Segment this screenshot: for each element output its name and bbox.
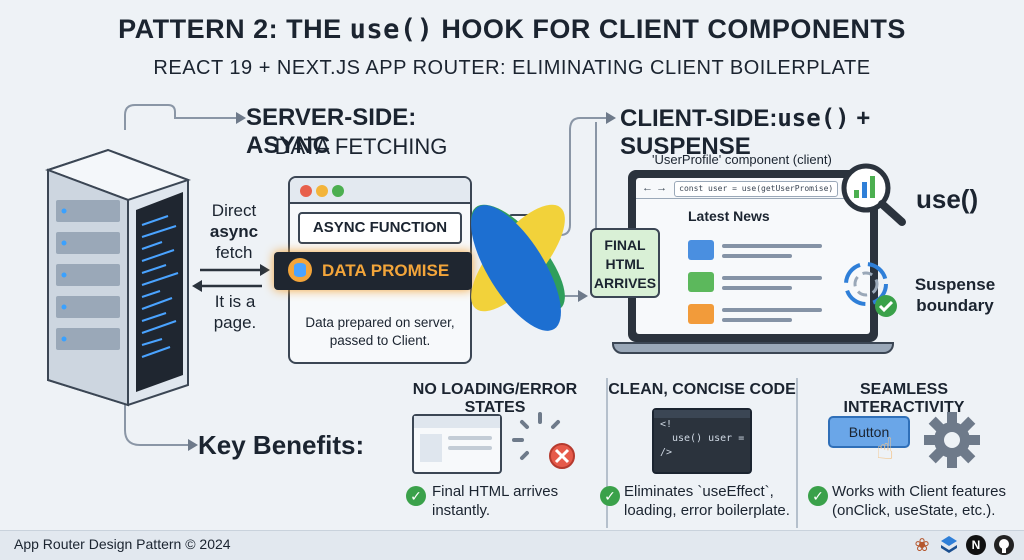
card-caption: Data prepared on server, passed to Clien… [305, 315, 455, 348]
magnifier-icon [841, 163, 906, 226]
benefit-text: Final HTML arrives instantly. [432, 483, 559, 519]
footer-text: App Router Design Pattern © 2024 [14, 536, 231, 552]
title-suffix: HOOK FOR CLIENT COMPONENTS [433, 14, 906, 44]
footer-bar [0, 530, 1024, 560]
github-icon [994, 535, 1014, 555]
code-bar: const user = use(getUserPromise) [674, 181, 839, 197]
arrow-left-icon [192, 280, 202, 292]
laptop-base [612, 342, 894, 354]
news-item-blue [688, 240, 714, 260]
check-icon: ✓ [406, 486, 426, 506]
page-label: It is a page. [213, 292, 257, 332]
async-function-card: ASYNC FUNCTION DATA PROMISE Data prepare… [274, 176, 472, 364]
server-rack-icon [38, 140, 198, 410]
server-subheading: DATA FETCHING [274, 134, 448, 159]
server-heading: SERVER-SIDE: ASYNC [246, 104, 417, 159]
subtitle: REACT 19 + NEXT.JS APP ROUTER: ELIMINATI… [153, 57, 871, 79]
browser-nav: ← → const user = use(getUserPromise) [636, 178, 870, 199]
nextjs-icon: N [966, 535, 986, 555]
divider [796, 378, 798, 528]
benefit-heading: CLEAN, CONCISE CODE [608, 381, 796, 398]
gear-icon [924, 412, 980, 468]
arrow-right-icon [260, 264, 270, 276]
database-icon [288, 258, 312, 282]
stack-icon [940, 535, 958, 555]
code-editor-icon: <! use() user = /> [652, 408, 752, 474]
direct-fetch-label: Direct async fetch [209, 201, 259, 262]
news-title: Latest News [688, 208, 770, 224]
overlay-logo-icon [471, 204, 565, 331]
component-label: 'UserProfile' component (client) [652, 152, 832, 167]
browser-window: ← → const user = use(getUserPromise) Lat… [636, 178, 870, 334]
error-spinner-icon [512, 412, 575, 469]
page-title: PATTERN 2: THE use() HOOK FOR CLIENT COM… [0, 14, 1024, 45]
use-label: use() [916, 184, 979, 214]
data-promise-label: DATA PROMISE [322, 261, 450, 280]
news-item-green [688, 272, 714, 292]
final-html-box: FINAL HTML ARRIVES [590, 228, 660, 298]
benefit-heading: SEAMLESS INTERACTIVITY [843, 381, 965, 416]
react-flower-icon: ❀ [914, 535, 930, 555]
minimize-dot-icon [316, 185, 328, 197]
forward-icon: → [656, 182, 668, 194]
suspense-label: Suspense boundary [914, 275, 996, 315]
maximize-dot-icon [332, 185, 344, 197]
back-icon: ← [642, 182, 653, 194]
sample-button[interactable]: Button [828, 416, 910, 448]
check-icon: ✓ [808, 486, 828, 506]
divider [606, 378, 608, 528]
benefit-text: Eliminates `useEffect`, loading, error b… [624, 483, 790, 519]
title-code: use() [349, 14, 434, 45]
close-dot-icon [300, 185, 312, 197]
benefit-heading: NO LOADING/ERROR STATES [412, 381, 578, 416]
data-promise-bar: DATA PROMISE [274, 252, 472, 290]
key-benefits-title: Key Benefits: [198, 430, 365, 460]
client-heading: CLIENT-SIDE:use() + SUSPENSE [620, 104, 871, 160]
page-placeholder-icon [412, 414, 502, 474]
async-function-label: ASYNC FUNCTION [298, 212, 462, 244]
news-item-orange [688, 304, 714, 324]
laptop-screen: ← → const user = use(getUserPromise) Lat… [628, 170, 878, 342]
window-titlebar [290, 178, 470, 204]
suspense-spinner-icon [844, 262, 897, 317]
benefit-text: Works with Client features (onClick, use… [832, 483, 1006, 519]
check-icon: ✓ [600, 486, 620, 506]
title-prefix: PATTERN 2: THE [118, 14, 350, 44]
pointer-hand-icon: ☝ [876, 433, 895, 466]
